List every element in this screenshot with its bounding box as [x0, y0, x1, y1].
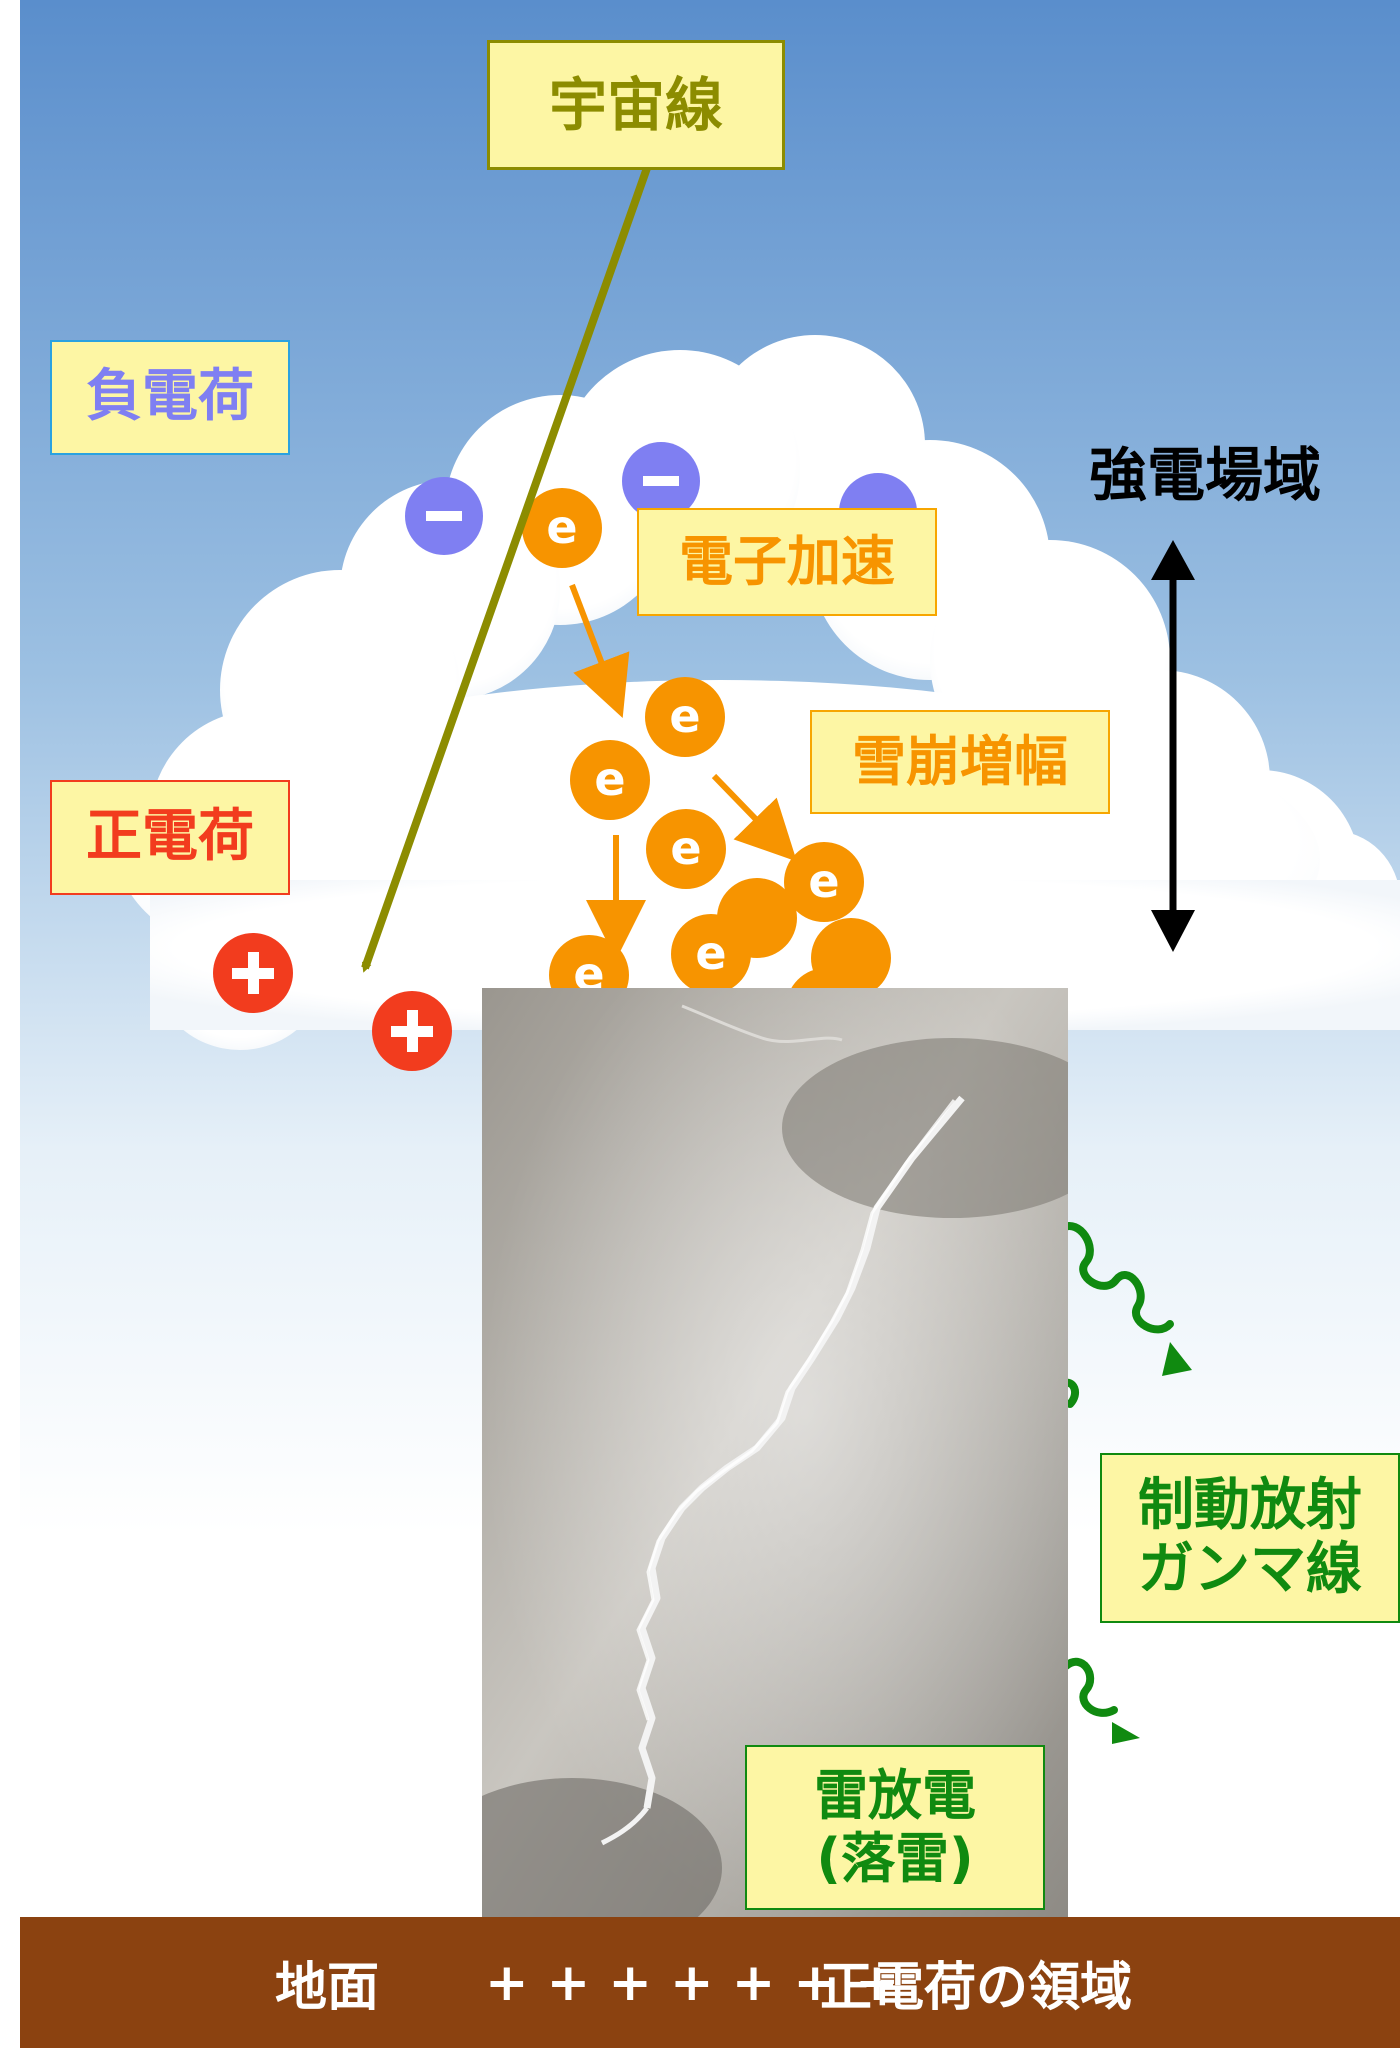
positive-charge-particles — [213, 933, 452, 1071]
electron-3: e — [570, 740, 650, 820]
electron-acceleration-label: 電子加速 — [637, 508, 937, 616]
electron-2: e — [645, 677, 725, 757]
bremsstrahlung-gamma-label: 制動放射 ガンマ線 — [1100, 1453, 1400, 1623]
electron-particles: e e e e e e e — [522, 488, 864, 1015]
lightning-discharge-label: 雷放電 (落雷) — [745, 1745, 1045, 1910]
positive-charge-label: 正電荷 — [50, 780, 290, 895]
bremsstrahlung-line-1: 制動放射 — [1138, 1472, 1362, 1538]
cosmic-ray-arrow — [361, 166, 651, 973]
electron-6: e — [671, 914, 751, 994]
ground-positive-charges: + + + + + + + — [485, 1952, 899, 2013]
negative-charge-label: 負電荷 — [50, 340, 290, 455]
svg-text:e: e — [546, 500, 577, 554]
lightning-line-2: (落雷) — [816, 1826, 974, 1890]
electron-4: e — [646, 809, 726, 889]
svg-text:e: e — [808, 854, 839, 908]
ground-label: 地面 — [275, 1958, 380, 2018]
strong-field-label: 強電場域 — [1088, 440, 1321, 509]
svg-text:e: e — [669, 689, 700, 743]
ground-region-label: 正電荷の領域 — [820, 1958, 1133, 2018]
strong-field-arrow — [1151, 540, 1195, 952]
lightning-line-1: 雷放電 — [814, 1764, 976, 1828]
electron-1: e — [522, 488, 602, 568]
lightning-image — [482, 988, 1068, 1926]
svg-text:e: e — [695, 926, 726, 980]
electron-path-arrows — [569, 583, 797, 960]
lightning-photo — [482, 988, 1068, 1926]
cosmic-ray-label: 宇宙線 — [487, 40, 785, 170]
ground-bar: 地面 + + + + + + + 正電荷の領域 — [20, 1917, 1400, 2048]
gamma-ray-waves — [1058, 1222, 1192, 1744]
svg-text:e: e — [670, 821, 701, 875]
svg-text:e: e — [594, 752, 625, 806]
electron-5: e — [784, 842, 864, 922]
bremsstrahlung-line-2: ガンマ線 — [1138, 1537, 1362, 1602]
avalanche-amplification-label: 雪崩増幅 — [810, 710, 1110, 814]
